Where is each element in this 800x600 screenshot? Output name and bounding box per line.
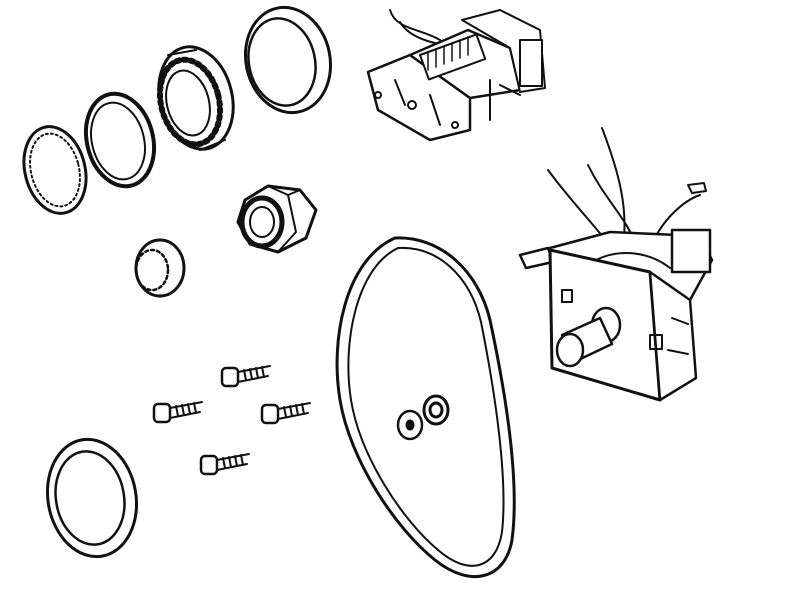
retaining-ring — [84, 91, 156, 189]
washer-pair — [396, 394, 450, 441]
roller-bearing — [157, 45, 235, 151]
screw-1 — [220, 365, 271, 388]
spring-ring — [22, 125, 88, 215]
bearing-race — [243, 5, 333, 115]
washer-large — [45, 437, 139, 559]
drive-belt — [335, 236, 516, 579]
screw-2 — [152, 401, 203, 424]
hex-nut — [236, 184, 318, 254]
timer-motor-switch — [518, 127, 714, 402]
relay-switch-upper — [366, 9, 546, 142]
screw-3 — [260, 402, 311, 425]
screw-4 — [199, 453, 250, 476]
small-sleeve — [134, 238, 186, 298]
